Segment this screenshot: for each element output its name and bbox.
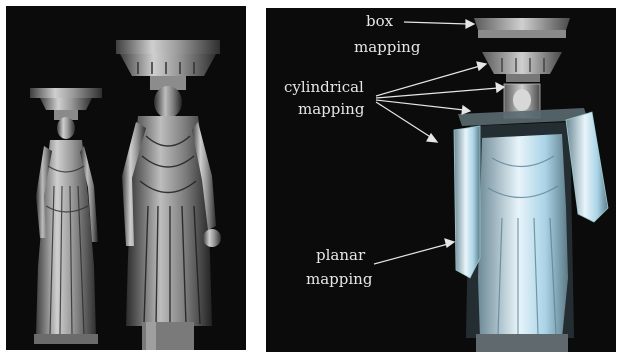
box-mapping-shape xyxy=(474,18,570,38)
label-planar-line1: planar xyxy=(316,246,366,264)
right-panel-mapping-diagram: box mapping cylindrical mapping planar m… xyxy=(266,8,616,352)
caryatid-small xyxy=(30,88,102,344)
arrow-cyl-shoulder xyxy=(376,100,470,114)
arrow-box xyxy=(404,20,474,28)
label-cylindrical-line1: cylindrical xyxy=(284,78,364,96)
label-box-line2: mapping xyxy=(354,38,421,56)
arrow-planar xyxy=(374,239,454,264)
left-panel-rendered-statues xyxy=(6,6,246,350)
label-planar-line2: mapping xyxy=(306,270,373,288)
label-planar-mapping: planar mapping xyxy=(306,246,373,288)
arrow-cyl-body xyxy=(376,102,437,142)
label-box-mapping: box mapping xyxy=(354,12,421,56)
label-box-line1: box xyxy=(366,12,394,30)
mapping-diagram: box mapping cylindrical mapping planar m… xyxy=(266,8,616,352)
caryatid-large xyxy=(116,40,221,350)
label-cylindrical-mapping: cylindrical mapping xyxy=(284,78,365,118)
planar-mapping-shapes xyxy=(454,112,608,352)
statues-render xyxy=(6,6,246,350)
label-cylindrical-line2: mapping xyxy=(298,100,365,118)
